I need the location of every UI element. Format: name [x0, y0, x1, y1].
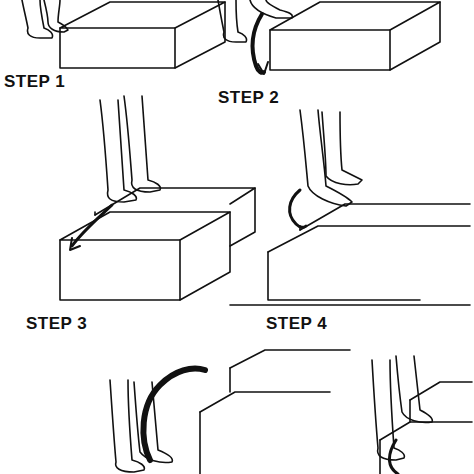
stair-step [60, 2, 225, 68]
step-label: STEP 4 [266, 314, 327, 334]
stair-step [60, 188, 255, 300]
motion-arrow [258, 62, 268, 74]
step-label: STEP 3 [26, 314, 87, 334]
step-label: STEP 1 [4, 72, 65, 92]
leg-figure [300, 110, 362, 206]
leg-figure [100, 96, 160, 202]
motion-arrow [70, 238, 80, 250]
step-label: STEP 2 [218, 88, 279, 108]
stair-step [200, 350, 350, 474]
stair-step [230, 204, 470, 305]
motion-arrow [72, 205, 112, 246]
motion-arrow [290, 190, 306, 227]
motion-arrow [143, 369, 205, 460]
leg-figure [22, 0, 68, 38]
stair-step [270, 2, 440, 70]
motion-arrow [389, 440, 398, 474]
leg-figure [372, 356, 432, 460]
